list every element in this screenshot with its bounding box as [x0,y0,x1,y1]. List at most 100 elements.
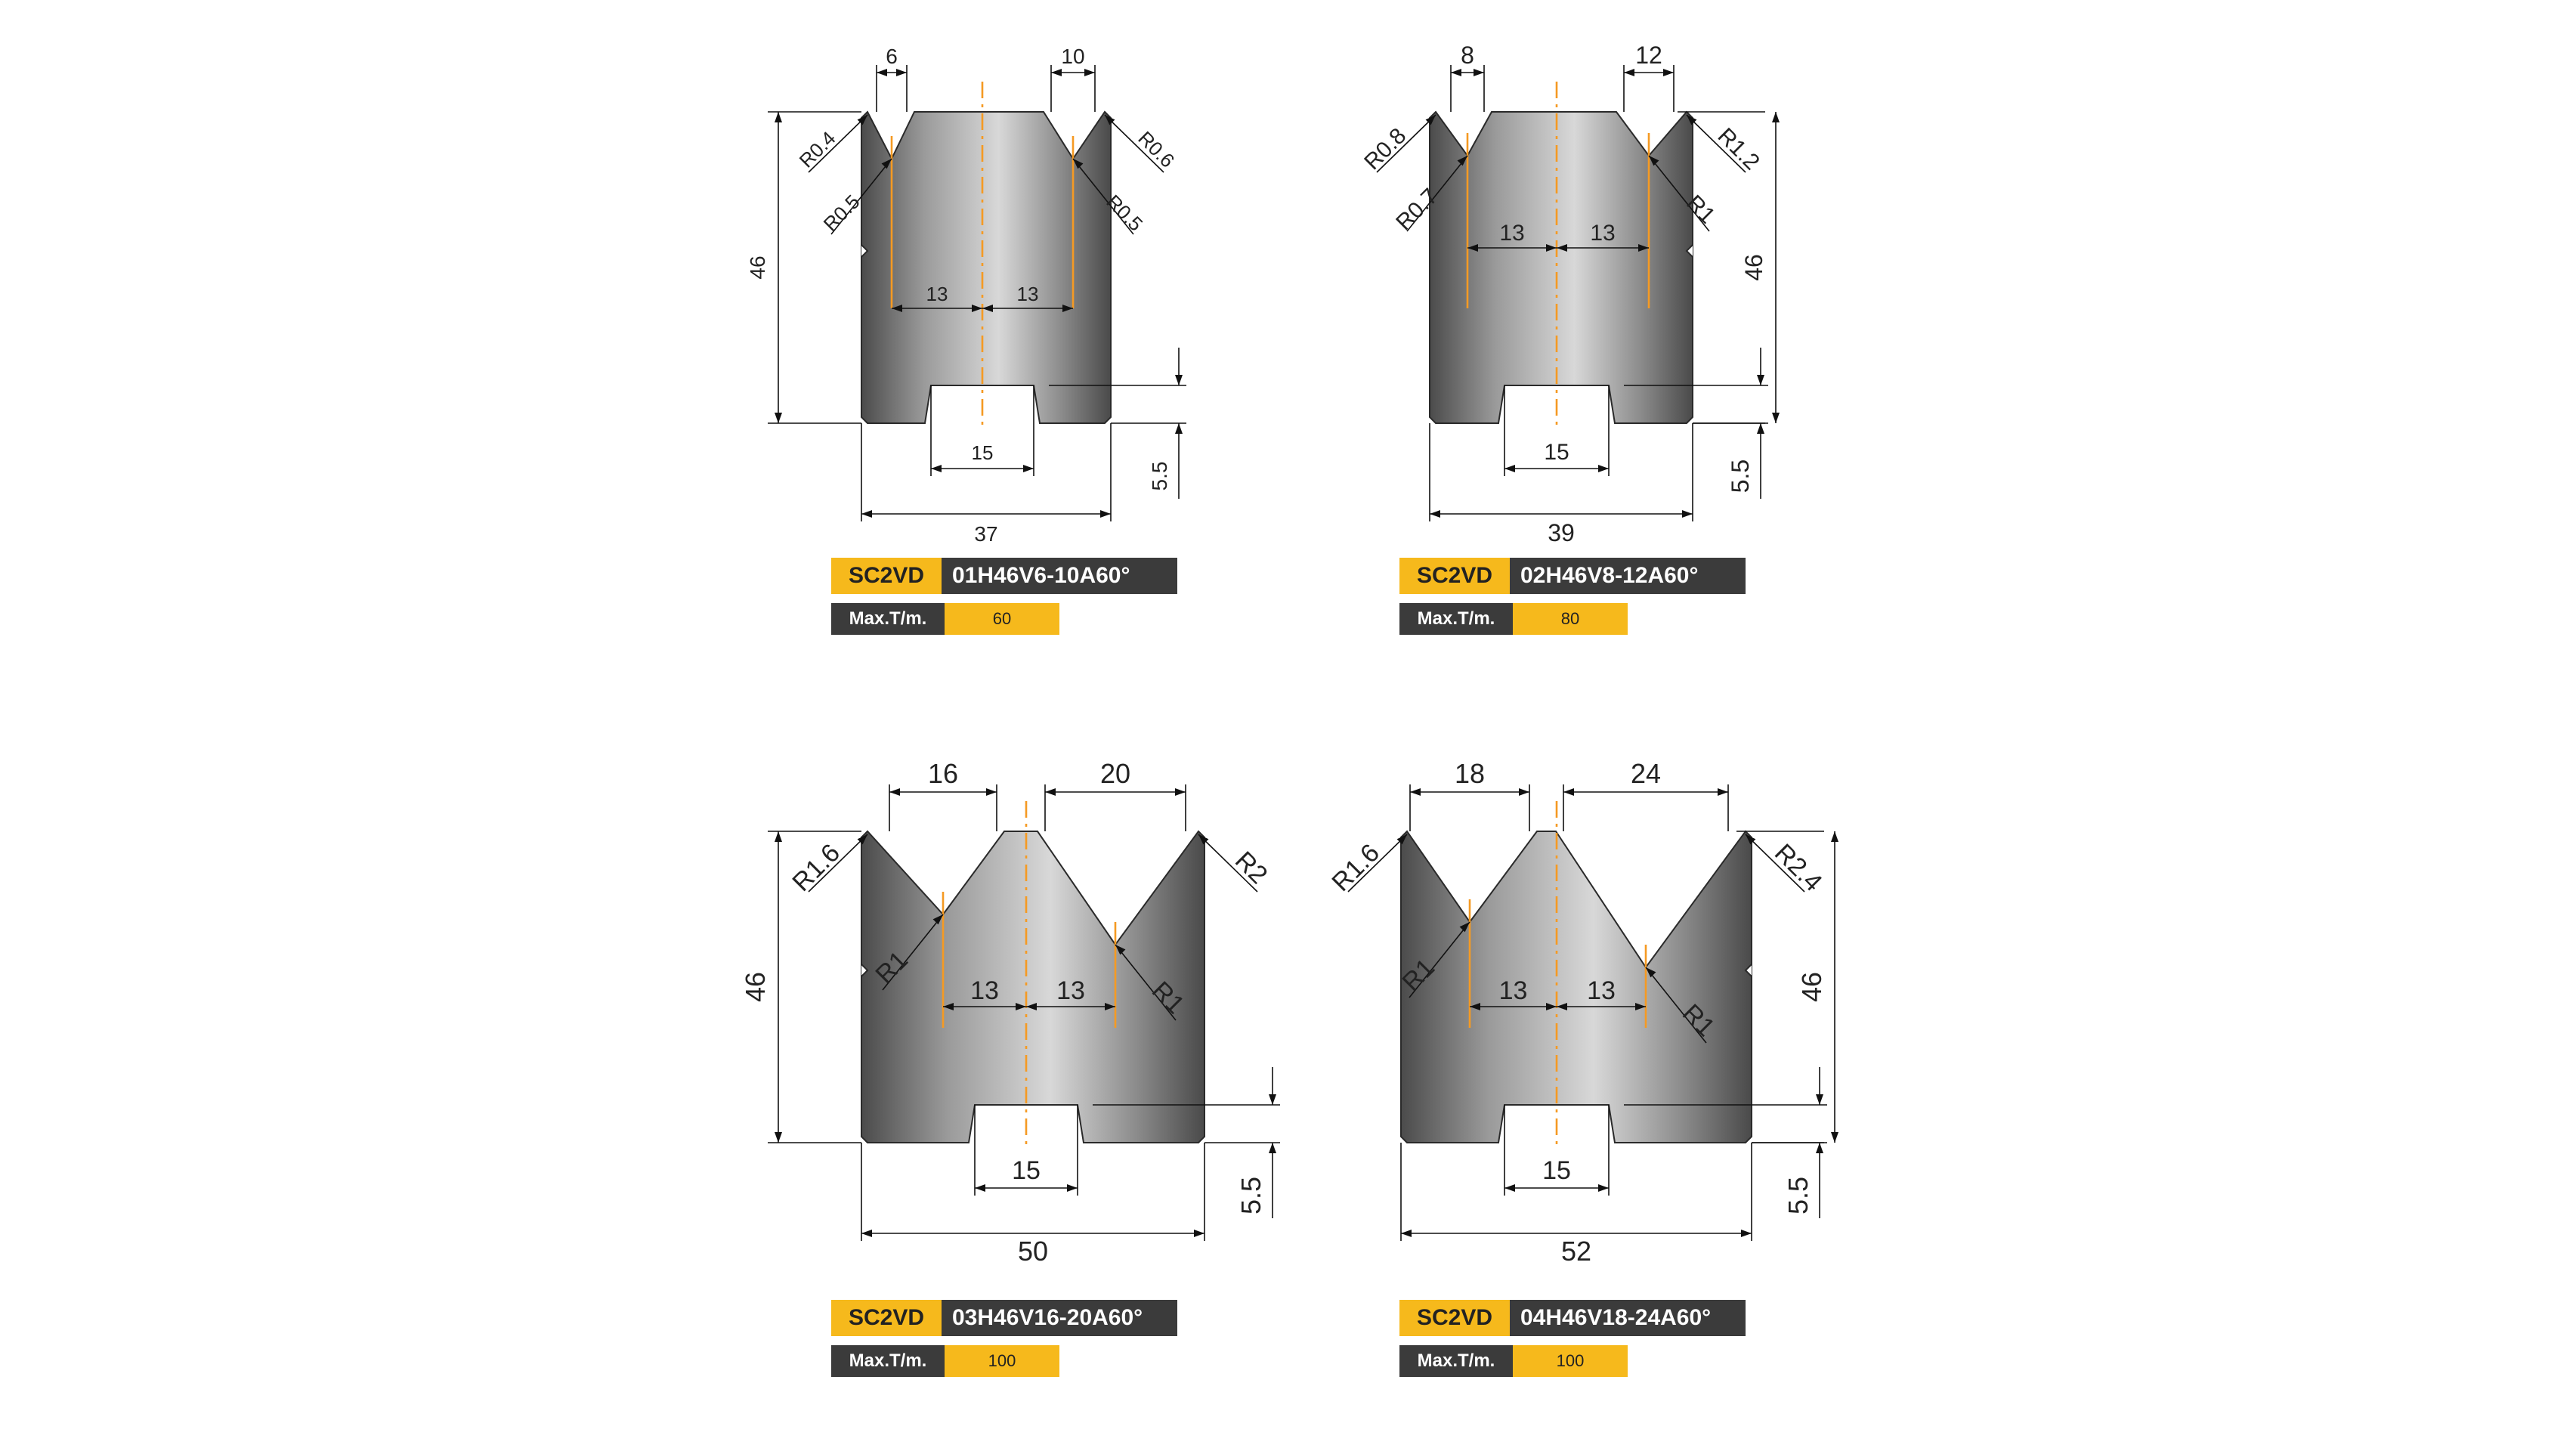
arrow-head [1741,1230,1752,1237]
offset-right-label: 13 [1587,976,1616,1005]
arrow-head [1073,159,1084,169]
leader-line [882,914,944,991]
max-tonnage-label: Max.T/m. [831,603,945,635]
arrow-head [1718,788,1728,796]
offset-left-label: 13 [1499,221,1524,246]
arrow-head [1557,244,1567,252]
die-4-spec: Max.T/m. 100 [1399,1345,1628,1377]
arrow-head [1638,244,1649,252]
v-width-left-label: 6 [886,45,898,68]
arrow-head [1624,69,1634,76]
leader-line [1347,834,1408,893]
arrow-head [972,305,982,312]
arrow-head [1105,1003,1115,1010]
arrow-head [1045,788,1056,796]
arrow-head [932,914,943,925]
leader-line [1686,114,1746,173]
tang-height-label: 5.5 [1148,462,1171,491]
v-width-left-label: 16 [928,758,958,789]
v-width-left-label: 8 [1461,42,1474,69]
die-code: 02H46V8-12A60° [1510,558,1746,594]
arrow-head [1062,305,1073,312]
arrow-head [1105,115,1115,125]
die-2-label: SC2VD 02H46V8-12A60° [1399,558,1746,594]
arrow-head [1084,69,1095,76]
total-width-label: 52 [1561,1236,1591,1267]
brand-badge: SC2VD [831,1300,942,1336]
leader-line [1645,967,1707,1044]
height-label: 46 [740,972,771,1002]
v-width-right-label: 20 [1100,758,1130,789]
side-notch [1744,964,1752,977]
arrow-head [1410,788,1421,796]
radius-label: R0.6 [1133,127,1179,172]
arrow-head [1546,1003,1557,1010]
arrow-head [1115,945,1126,955]
arrow-head [775,112,782,122]
tang-width-label: 15 [1542,1156,1571,1185]
die-1-spec: Max.T/m. 60 [831,603,1059,635]
die-body [861,110,1112,424]
arrow-head [1026,1003,1037,1010]
v-width-right-label: 24 [1631,758,1661,789]
tang-width-label: 15 [1012,1156,1041,1185]
total-width-label: 37 [974,522,997,546]
arrow-head [986,788,997,796]
max-tonnage-value: 100 [945,1345,1059,1377]
radius-label: R0.5 [819,190,864,236]
arrow-head [1470,1003,1480,1010]
tang-width-label: 15 [972,441,994,464]
arrow-head [1687,115,1697,125]
radius-label: R1.6 [1326,838,1385,897]
die-1-label: SC2VD 01H46V6-10A60° [831,558,1177,594]
arrow-head [1457,156,1467,166]
arrow-head [1557,1003,1567,1010]
offset-right-label: 13 [1017,283,1039,305]
leader-line [808,114,868,173]
arrow-head [1682,510,1693,518]
side-notch [861,964,869,977]
arrow-head [1467,244,1478,252]
arrow-head [1451,69,1461,76]
total-width-label: 50 [1018,1236,1048,1267]
die-code: 03H46V16-20A60° [942,1300,1177,1336]
arrow-head [943,1003,954,1010]
arrow-head [1563,788,1574,796]
brand-badge: SC2VD [1399,1300,1510,1336]
arrow-head [1504,465,1515,472]
arrow-head [1175,375,1183,385]
offset-left-label: 13 [970,976,999,1005]
side-notch [1685,244,1693,258]
die-body [861,830,1205,1143]
arrow-head [1023,465,1034,472]
arrow-head [1459,922,1470,933]
height-label: 46 [1796,972,1827,1002]
arrow-head [1831,831,1838,842]
arrow-head [1649,156,1659,166]
arrow-head [1100,510,1111,518]
arrow-head [1646,967,1656,978]
height-label: 46 [1740,254,1767,281]
leader-line [1072,158,1134,235]
arrow-head [881,159,892,169]
arrow-head [1401,1230,1412,1237]
leader-line [1745,834,1805,893]
tang-height-label: 5.5 [1235,1177,1266,1214]
leader-line [1648,155,1710,232]
arrow-head [1831,1132,1838,1143]
arrow-head [1598,1184,1609,1192]
arrow-head [1198,834,1209,845]
arrow-head [775,413,782,423]
arrow-head [857,834,867,845]
arrow-head [1194,1230,1205,1237]
arrow-head [1269,1094,1276,1105]
arrow-head [1051,69,1062,76]
leader-line [1376,114,1436,173]
tang-width-label: 15 [1544,440,1569,465]
arrow-head [1016,1003,1026,1010]
arrow-head [1396,834,1407,845]
arrow-head [877,69,887,76]
radius-label: R1.6 [787,838,846,897]
